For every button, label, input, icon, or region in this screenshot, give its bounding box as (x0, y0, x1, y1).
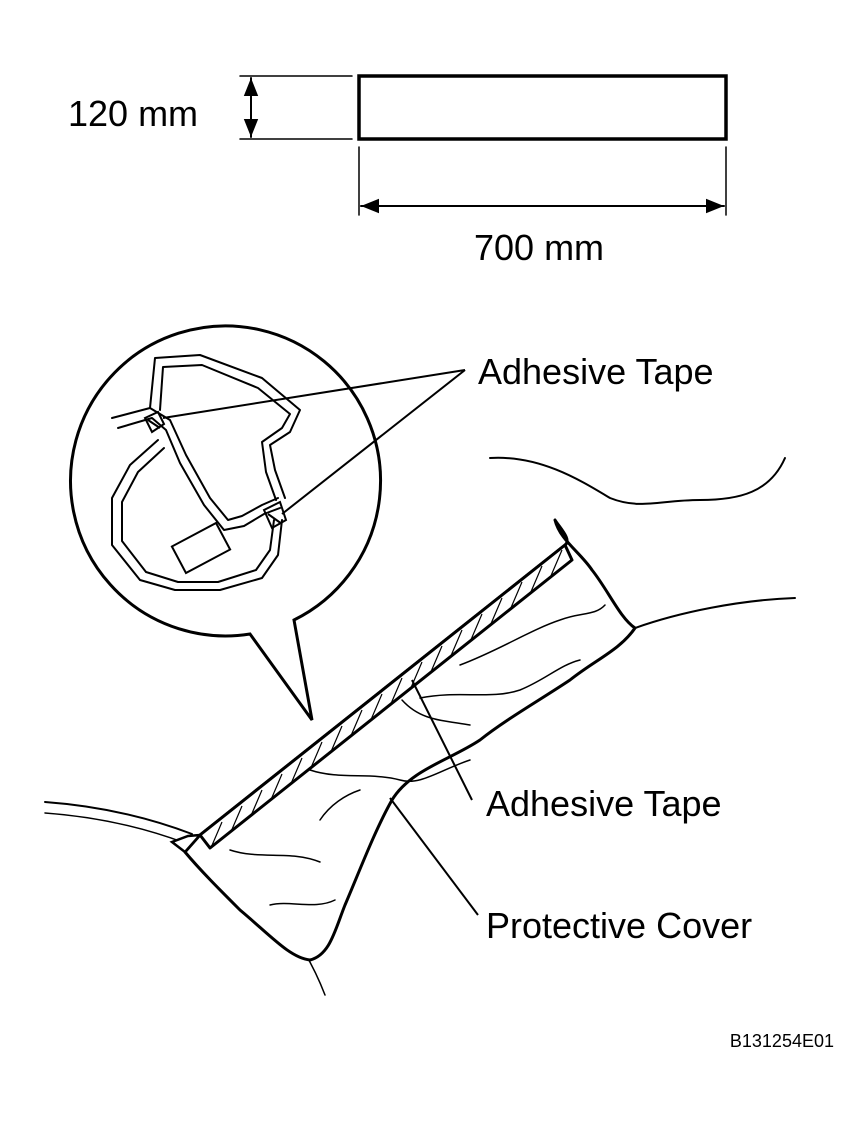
cover-folds (229, 604, 606, 906)
section-tape-marks (143, 410, 288, 530)
body-line-left (44, 801, 193, 835)
cover-tip (169, 833, 203, 854)
protective-cover-sheet (183, 518, 637, 962)
tape-dimension-drawing: 120 mm 700 mm (68, 74, 728, 268)
panel-cross-section (111, 354, 301, 591)
label-adhesive-tape-bottom: Adhesive Tape (486, 783, 722, 824)
tape-hatching (209, 545, 572, 848)
label-adhesive-tape-top: Adhesive Tape (478, 351, 714, 392)
leader-lines (162, 369, 479, 916)
leader-cover (389, 797, 479, 916)
tape-rectangle (357, 74, 728, 141)
label-protective-cover: Protective Cover (486, 905, 752, 946)
leader-tape-section-2 (281, 369, 466, 515)
height-dimension-label: 120 mm (68, 93, 198, 134)
panel-clip (170, 521, 232, 575)
body-line-left-2 (44, 812, 186, 844)
width-dimension-label: 700 mm (474, 227, 604, 268)
figure-code: B131254E01 (730, 1031, 834, 1051)
vehicle-panel-illustration (44, 456, 796, 996)
bubble-outline (69, 324, 383, 721)
body-line-right (634, 597, 796, 629)
leader-tape-section-1 (162, 369, 466, 419)
body-line-upper (489, 456, 786, 505)
leader-tape-strip (411, 679, 473, 801)
cross-section-callout-bubble (69, 324, 383, 721)
